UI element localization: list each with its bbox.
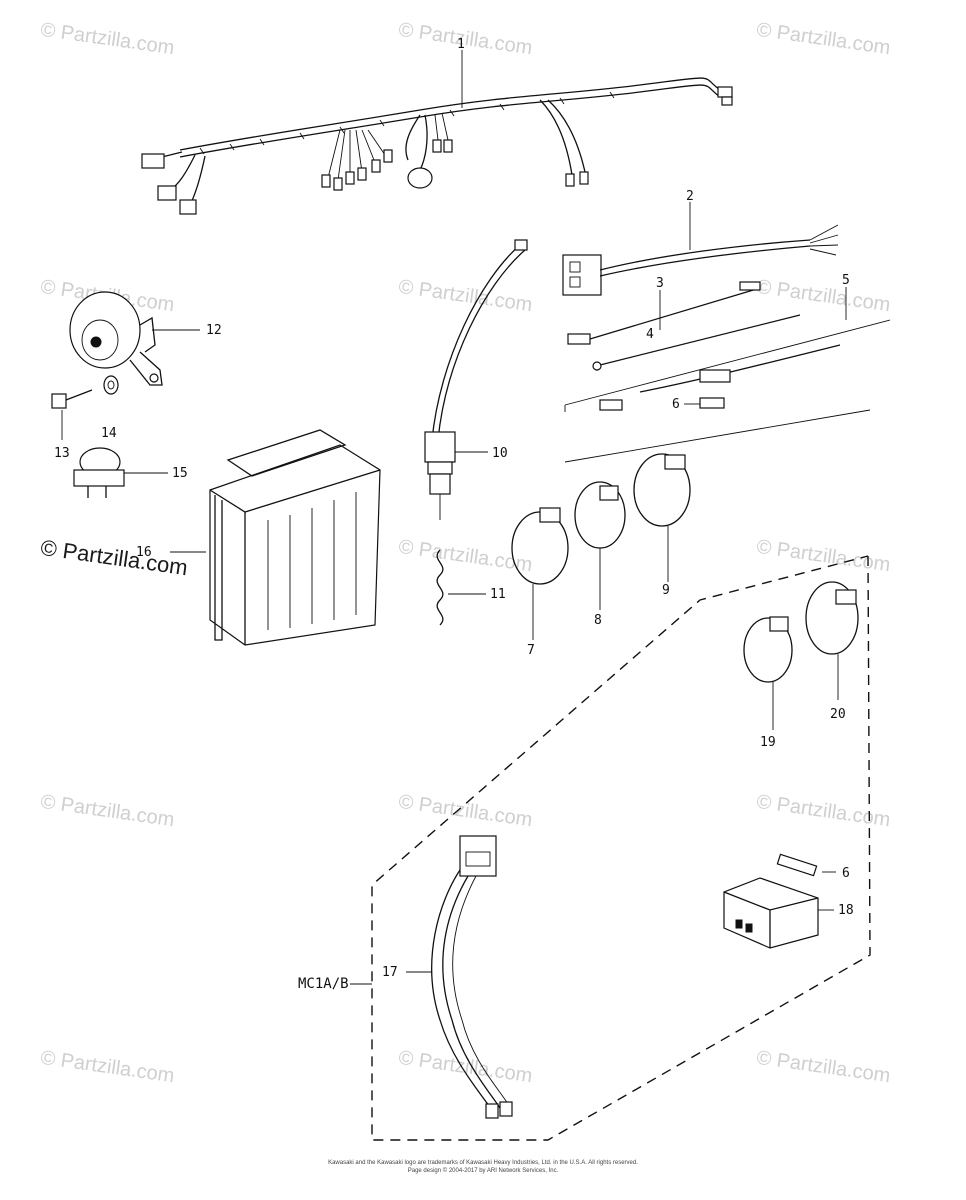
callout-3: 3 <box>656 276 664 291</box>
fuse-6-top[interactable] <box>684 397 725 409</box>
band-20[interactable] <box>805 581 859 700</box>
callout-19: 19 <box>760 735 776 750</box>
fuse-6-variant[interactable] <box>776 853 836 877</box>
footer-trademark: Kawasaki and the Kawasaki logo are trade… <box>328 1160 638 1166</box>
connector-lead-variant[interactable] <box>406 835 513 1119</box>
callout-16: 16 <box>136 545 152 560</box>
spring[interactable] <box>436 549 486 626</box>
bolt[interactable] <box>51 389 93 440</box>
fuse-holder[interactable] <box>723 877 834 949</box>
callout-12: 12 <box>206 323 222 338</box>
band-9[interactable] <box>633 453 691 582</box>
band-19[interactable] <box>743 616 793 730</box>
callout-15: 15 <box>172 466 188 481</box>
footer-copyright: Page design © 2004-2017 by ARI Network S… <box>407 1168 559 1174</box>
callout-11: 11 <box>490 587 506 602</box>
callout-5: 5 <box>842 273 850 288</box>
callout-20: 20 <box>830 707 846 722</box>
callout-6b: 6 <box>842 866 850 881</box>
switch[interactable] <box>424 239 528 520</box>
callout-8: 8 <box>594 613 602 628</box>
wiring-harness[interactable] <box>141 50 733 215</box>
callout-1: 1 <box>457 37 465 52</box>
horn[interactable] <box>69 291 200 386</box>
callout-13: 13 <box>54 446 70 461</box>
connector-lead[interactable] <box>562 202 839 296</box>
clip[interactable] <box>73 447 168 498</box>
variant-boundary <box>371 555 871 1141</box>
callout-10: 10 <box>492 446 508 461</box>
callout-9: 9 <box>662 583 670 598</box>
callout-7: 7 <box>527 643 535 658</box>
callout-17: 17 <box>382 965 398 980</box>
callout-6a: 6 <box>672 397 680 412</box>
callout-18: 18 <box>838 903 854 918</box>
variant-label: MC1A/B <box>298 976 349 992</box>
band-7[interactable] <box>511 507 569 640</box>
battery[interactable] <box>170 429 381 646</box>
band-8[interactable] <box>574 481 626 610</box>
callout-2: 2 <box>686 189 694 204</box>
callout-4: 4 <box>646 327 654 342</box>
callout-14: 14 <box>101 426 117 441</box>
washer[interactable] <box>103 375 119 395</box>
leads-3-4-5[interactable] <box>567 281 847 411</box>
